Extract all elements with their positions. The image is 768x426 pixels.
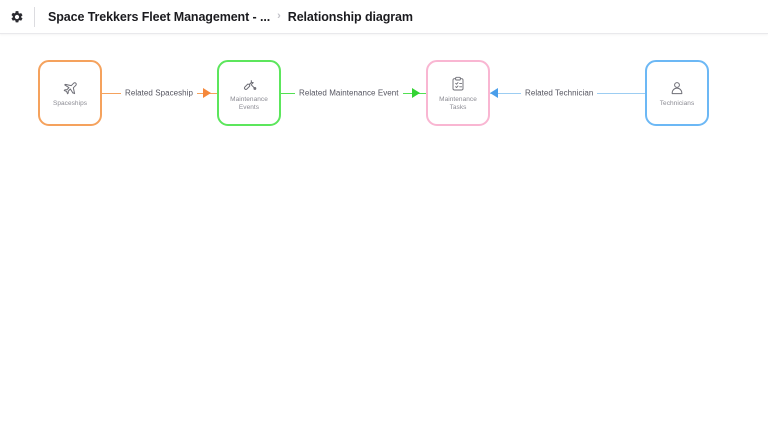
settings-gear-button[interactable] [3,3,31,31]
breadcrumb-document-title[interactable]: Space Trekkers Fleet Management - ... [48,9,271,24]
edge-arrow-related-maintenance-event [412,88,420,98]
node-technicians[interactable]: Technicians [645,60,709,126]
diagram-canvas[interactable]: Related Spaceship Related Maintenance Ev… [0,35,768,426]
node-maintenance-events[interactable]: Maintenance Events [217,60,281,126]
node-maintenance-tasks[interactable]: Maintenance Tasks [426,60,490,126]
node-label-technicians: Technicians [659,100,695,107]
node-label-maintenance-events: Maintenance Events [230,96,268,111]
chevron-right-icon: › [277,10,281,22]
user-icon [667,78,687,98]
header-divider [34,6,35,27]
breadcrumb-current-page: Relationship diagram [287,9,413,24]
relationship-diagram: Related Spaceship Related Maintenance Ev… [0,35,768,426]
app-header: Space Trekkers Fleet Management - ... › … [0,0,768,34]
wrench-icon [239,74,259,94]
gear-icon [11,10,23,22]
clipboard-icon [448,74,468,94]
node-label-spaceships: Spaceships [52,100,88,107]
edge-arrow-related-technician [490,88,498,98]
edge-label-related-spaceship[interactable]: Related Spaceship [121,86,198,100]
edge-label-related-technician[interactable]: Related Technician [521,86,598,100]
node-label-maintenance-tasks: Maintenance Tasks [439,96,477,111]
edge-arrow-related-spaceship [203,88,211,98]
breadcrumb: Space Trekkers Fleet Management - ... › … [48,0,413,34]
airplane-icon [60,78,80,98]
edge-label-related-maintenance-event[interactable]: Related Maintenance Event [295,86,403,100]
node-spaceships[interactable]: Spaceships [38,60,102,126]
